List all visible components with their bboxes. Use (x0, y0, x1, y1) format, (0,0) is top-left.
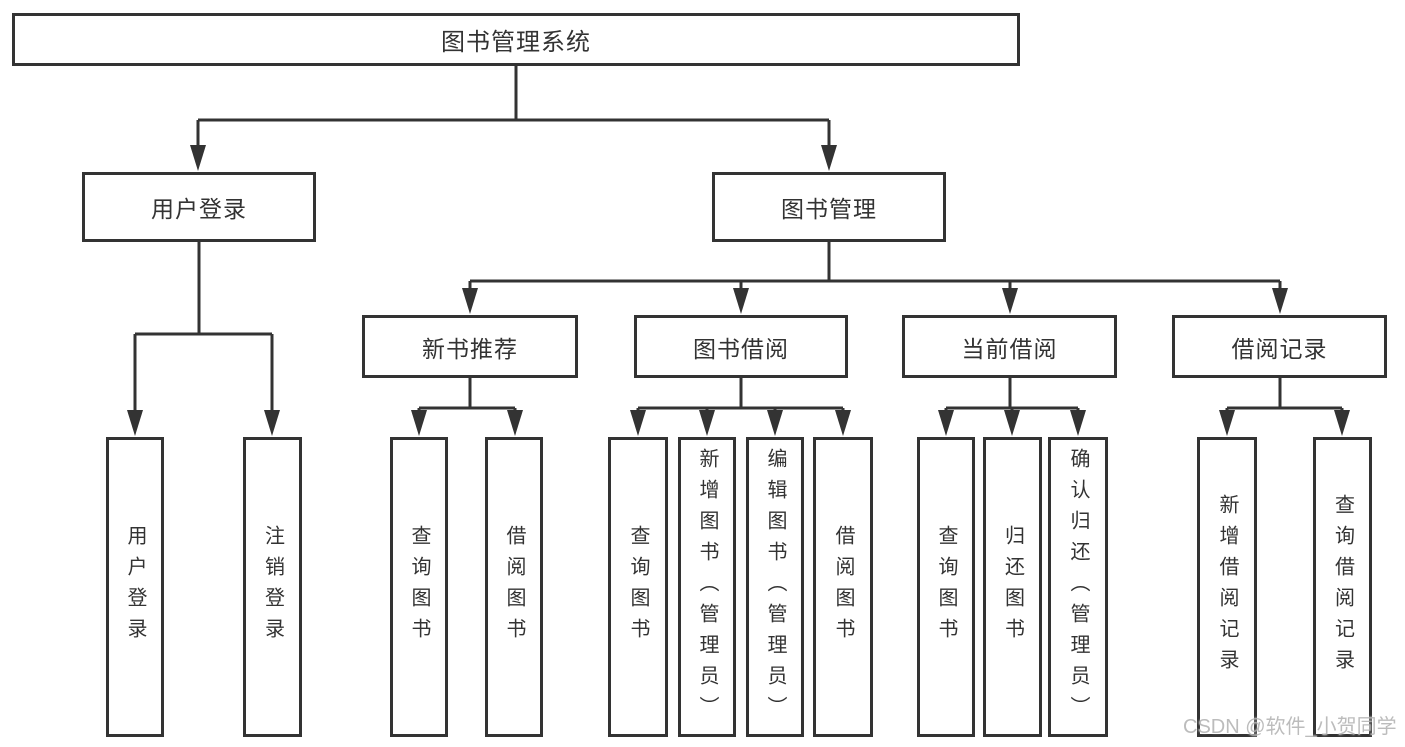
leaf-return-books: 归还图书 (983, 437, 1042, 737)
leaf-return-books-label: 归还图书 (1001, 525, 1024, 649)
node-current-borrow: 当前借阅 (902, 315, 1117, 378)
leaf-user-login-label: 用户登录 (124, 525, 146, 649)
leaf-query-books-recommend: 查询图书 (390, 437, 448, 737)
leaf-add-borrow-record-label: 新增借阅记录 (1216, 494, 1238, 680)
csdn-watermark: CSDN @软件_小贺同学 (1183, 716, 1397, 738)
node-borrow-records: 借阅记录 (1172, 315, 1387, 378)
leaf-query-books-borrow-label: 查询图书 (627, 525, 649, 649)
leaf-logout-label: 注销登录 (261, 525, 284, 649)
node-root-system: 图书管理系统 (12, 13, 1020, 66)
leaf-edit-books-admin-label: 编辑图书（管理员） (764, 447, 786, 727)
leaf-add-books-admin-label: 新增图书（管理员） (696, 447, 718, 727)
leaf-add-books-admin: 新增图书（管理员） (678, 437, 736, 737)
node-book-borrow-label: 图书借阅 (693, 335, 789, 362)
node-book-borrow: 图书借阅 (634, 315, 848, 378)
leaf-confirm-return-admin: 确认归还（管理员） (1048, 437, 1108, 737)
node-new-book-recommend: 新书推荐 (362, 315, 578, 378)
leaf-logout: 注销登录 (243, 437, 302, 737)
node-new-book-recommend-label: 新书推荐 (422, 335, 518, 362)
leaf-edit-books-admin: 编辑图书（管理员） (746, 437, 804, 737)
node-borrow-records-label: 借阅记录 (1231, 335, 1328, 362)
leaf-query-borrow-record: 查询借阅记录 (1313, 437, 1372, 737)
leaf-borrow-books-recommend: 借阅图书 (485, 437, 543, 737)
node-book-management: 图书管理 (712, 172, 946, 242)
node-current-borrow-label: 当前借阅 (961, 335, 1058, 362)
leaf-query-books-current-label: 查询图书 (935, 525, 957, 649)
leaf-borrow-books: 借阅图书 (813, 437, 873, 737)
leaf-user-login: 用户登录 (106, 437, 164, 737)
leaf-borrow-books-label: 借阅图书 (832, 525, 854, 649)
node-root-label: 图书管理系统 (441, 29, 591, 56)
leaf-confirm-return-admin-label: 确认归还（管理员） (1067, 447, 1089, 727)
node-user-login-label: 用户登录 (151, 196, 247, 222)
leaf-query-books-current: 查询图书 (917, 437, 975, 737)
leaf-query-borrow-record-label: 查询借阅记录 (1331, 494, 1354, 680)
node-user-login: 用户登录 (82, 172, 316, 242)
leaf-add-borrow-record: 新增借阅记录 (1197, 437, 1257, 737)
leaf-query-books-recommend-label: 查询图书 (408, 525, 430, 649)
arrowheads (127, 145, 1350, 436)
node-book-management-label: 图书管理 (781, 196, 877, 222)
leaf-query-books-borrow: 查询图书 (608, 437, 668, 737)
leaf-borrow-books-recommend-label: 借阅图书 (503, 525, 525, 649)
